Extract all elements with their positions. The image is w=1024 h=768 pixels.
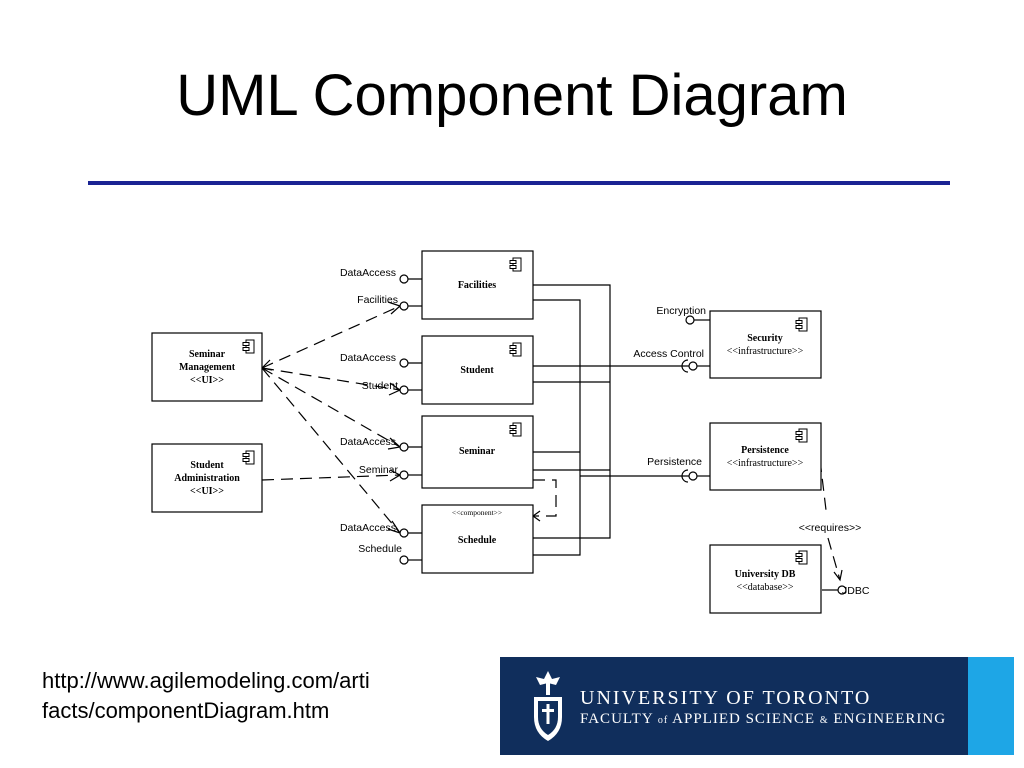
component-security: Security <<infrastructure>> — [709, 310, 822, 379]
interface-circle — [399, 385, 409, 395]
university-logo-banner: UNIVERSITY OF TORONTO FACULTY of APPLIED… — [500, 657, 1014, 755]
interface-labels: DataAccess Facilities DataAccess Student… — [340, 267, 870, 597]
component-student-administration: Student Administration <<UI>> — [151, 443, 263, 513]
interface-circle — [399, 528, 409, 538]
component-facilities: Facilities — [421, 250, 534, 320]
interface-label: DataAccess — [340, 267, 396, 279]
component-student: Student — [421, 335, 534, 405]
interface-circle — [399, 274, 409, 284]
interface-circle — [399, 470, 409, 480]
label: Administration — [174, 473, 240, 484]
required-sockets — [681, 359, 689, 483]
component-seminar: Seminar — [421, 415, 534, 489]
dashed-dependencies — [261, 305, 841, 581]
logo-engineering: ENGINEERING — [833, 711, 947, 727]
label: Student — [190, 460, 224, 471]
interface-circle — [399, 555, 409, 565]
interface-label: DataAccess — [340, 436, 396, 448]
logo-faculty-word: FACULTY — [580, 711, 654, 727]
interface-circle — [688, 361, 698, 371]
logo-of: of — [657, 715, 669, 726]
interface-label: DataAccess — [340, 522, 396, 534]
source-url-line1: http://www.agilemodeling.com/arti — [42, 668, 370, 693]
interface-label: DataAccess — [340, 352, 396, 364]
interface-label: Seminar — [359, 464, 399, 476]
label: Student — [460, 365, 494, 376]
label: Management — [179, 362, 236, 373]
interface-label: Encryption — [656, 305, 706, 317]
logo-accent-stripe — [968, 657, 1014, 755]
interface-circle — [399, 301, 409, 311]
component-seminar-management: Seminar Management <<UI>> — [151, 332, 263, 402]
logo-faculty-name: FACULTY of APPLIED SCIENCE & ENGINEERING — [580, 711, 946, 728]
label: <<UI>> — [190, 486, 224, 497]
interface-label: Schedule — [358, 543, 402, 555]
interface-label: Student — [362, 380, 398, 392]
label: Facilities — [458, 280, 496, 291]
logo-university-name: UNIVERSITY OF TORONTO — [580, 687, 872, 709]
logo-ampersand: & — [819, 715, 829, 726]
component-persistence: Persistence <<infrastructure>> — [709, 422, 822, 491]
component-schedule: <<component>> Schedule — [421, 504, 534, 574]
interface-circle — [685, 315, 695, 325]
interface-label: JDBC — [842, 585, 870, 597]
interface-circles — [399, 274, 847, 595]
interface-label: Persistence — [647, 456, 702, 468]
interface-circle — [837, 585, 847, 595]
logo-applied-science: APPLIED SCIENCE — [672, 711, 816, 727]
label: Security — [747, 333, 783, 344]
interface-circle — [688, 471, 698, 481]
source-url[interactable]: http://www.agilemodeling.com/arti facts/… — [42, 666, 370, 726]
slide-title: UML Component Diagram — [176, 63, 848, 128]
label: Seminar — [189, 349, 226, 360]
interface-circle — [399, 358, 409, 368]
stereotype-note: <<component>> — [452, 508, 502, 517]
requires-label: <<requires>> — [799, 522, 861, 534]
university-crest-icon — [534, 671, 562, 741]
title-underline — [88, 181, 950, 185]
label: Seminar — [459, 446, 496, 457]
label: Persistence — [741, 445, 789, 456]
component-university-db: University DB <<database>> — [709, 544, 822, 614]
source-url-line2: facts/componentDiagram.htm — [42, 698, 330, 723]
interface-circle — [399, 442, 409, 452]
label: <<UI>> — [190, 375, 224, 386]
label: <<infrastructure>> — [727, 346, 804, 357]
interface-label: Facilities — [357, 294, 398, 306]
label: <<database>> — [737, 582, 794, 593]
interface-label: Access Control — [633, 348, 704, 360]
label: <<infrastructure>> — [727, 458, 804, 469]
label: Schedule — [458, 535, 497, 546]
label: University DB — [735, 569, 796, 580]
